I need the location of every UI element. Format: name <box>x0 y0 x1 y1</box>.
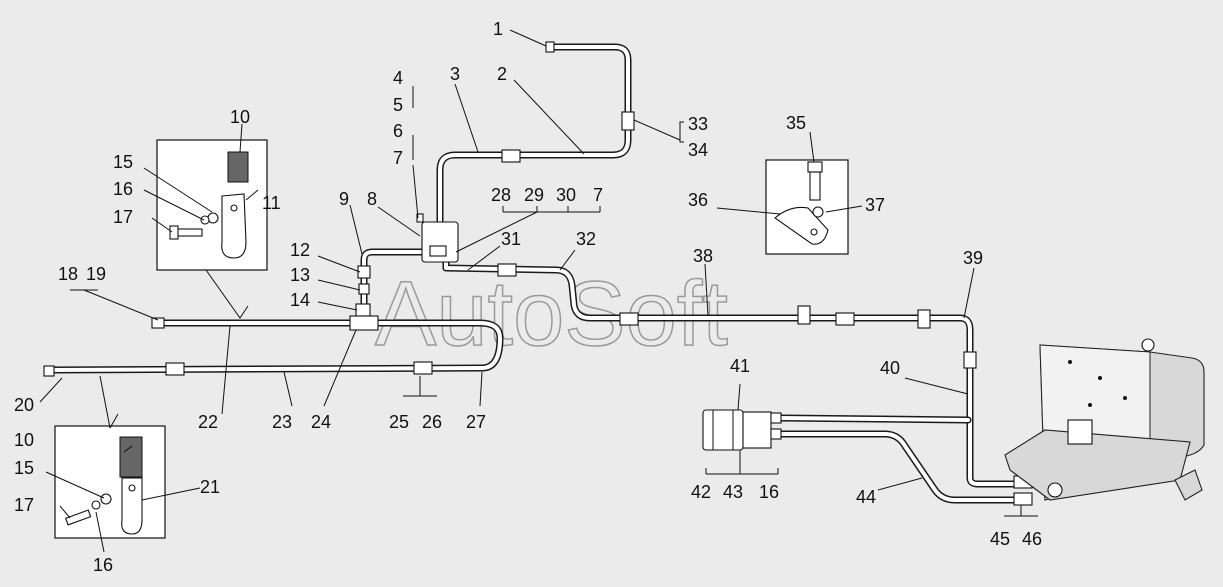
callout-7-middle: 7 <box>593 185 603 205</box>
connector-46 <box>1013 492 1033 506</box>
callout-36: 36 <box>688 190 708 210</box>
connector-38b <box>835 312 855 326</box>
callout-16-upper: 16 <box>113 179 133 199</box>
callout-29: 29 <box>524 185 544 205</box>
connector-31 <box>497 263 517 277</box>
fitting-12 <box>357 265 371 279</box>
watermark: AutoSoft <box>375 263 728 365</box>
canister-8 <box>416 213 459 263</box>
callout-3: 3 <box>450 64 460 84</box>
end-fitting-20 <box>43 365 55 377</box>
callout-9: 9 <box>339 189 349 209</box>
callout-18: 18 <box>58 264 78 284</box>
inset-clamp-lower <box>54 425 166 539</box>
pipes <box>44 43 1020 504</box>
callout-5: 5 <box>393 95 403 115</box>
callout-16-filter: 16 <box>759 482 779 502</box>
connector-39 <box>917 309 931 329</box>
callout-19: 19 <box>86 264 106 284</box>
callout-8: 8 <box>367 189 377 209</box>
callout-4: 4 <box>393 68 403 88</box>
connector-23 <box>165 362 185 376</box>
callout-17-upper: 17 <box>113 207 133 227</box>
callout-6: 6 <box>393 121 403 141</box>
callout-23: 23 <box>272 412 292 432</box>
callout-26: 26 <box>422 412 442 432</box>
fitting-14 <box>355 303 371 317</box>
callout-14: 14 <box>290 290 310 310</box>
end-fitting-1 <box>545 41 555 53</box>
callout-17-lower: 17 <box>14 495 34 515</box>
filter-41 <box>702 409 782 451</box>
callout-11: 11 <box>262 193 281 213</box>
callout-15-upper: 15 <box>113 152 133 172</box>
fittings <box>43 41 1033 506</box>
callout-24: 24 <box>311 412 331 432</box>
inset-clamp-upper <box>156 139 268 271</box>
callout-12: 12 <box>290 240 310 260</box>
callout-13: 13 <box>290 265 310 285</box>
callout-44: 44 <box>856 487 876 507</box>
callout-40: 40 <box>880 358 900 378</box>
clamp-point <box>797 305 811 325</box>
callout-7-upper: 7 <box>393 148 403 168</box>
callout-38: 38 <box>693 246 713 266</box>
connector-38a <box>619 312 639 326</box>
leader-lines <box>39 29 1038 553</box>
end-fitting-18 <box>151 317 165 329</box>
callout-33: 33 <box>688 114 708 134</box>
callout-21: 21 <box>200 477 220 497</box>
callout-31: 31 <box>501 229 521 249</box>
callout-46: 46 <box>1022 529 1042 549</box>
callout-25: 25 <box>389 412 409 432</box>
fitting-13 <box>358 283 370 295</box>
callout-10-lower: 10 <box>14 430 34 450</box>
inset-bracket <box>765 159 849 255</box>
callout-22: 22 <box>198 412 218 432</box>
callout-45: 45 <box>990 529 1010 549</box>
callout-37: 37 <box>865 195 885 215</box>
callout-34: 34 <box>688 140 708 160</box>
callout-15-lower: 15 <box>14 458 34 478</box>
callout-labels: 1 2 3 4 5 6 7 33 34 28 29 30 7 8 9 12 13… <box>14 19 1042 575</box>
callout-30: 30 <box>556 185 576 205</box>
connector-33 <box>621 111 635 131</box>
callout-10-upper: 10 <box>230 107 250 127</box>
callout-1: 1 <box>493 19 503 39</box>
callout-39: 39 <box>963 248 983 268</box>
connector-25 <box>413 361 433 375</box>
callout-43: 43 <box>723 482 743 502</box>
callout-28: 28 <box>491 185 511 205</box>
callout-2: 2 <box>497 64 507 84</box>
tee-24 <box>349 315 379 331</box>
callout-20: 20 <box>14 395 34 415</box>
callout-42: 42 <box>691 482 711 502</box>
connector-3 <box>501 149 521 163</box>
callout-41: 41 <box>730 356 750 376</box>
connector-40 <box>963 351 977 369</box>
callout-32: 32 <box>576 229 596 249</box>
callout-35: 35 <box>786 113 806 133</box>
callout-16-lower: 16 <box>93 555 113 575</box>
fuel-tank <box>1004 338 1205 501</box>
callout-27: 27 <box>466 412 486 432</box>
